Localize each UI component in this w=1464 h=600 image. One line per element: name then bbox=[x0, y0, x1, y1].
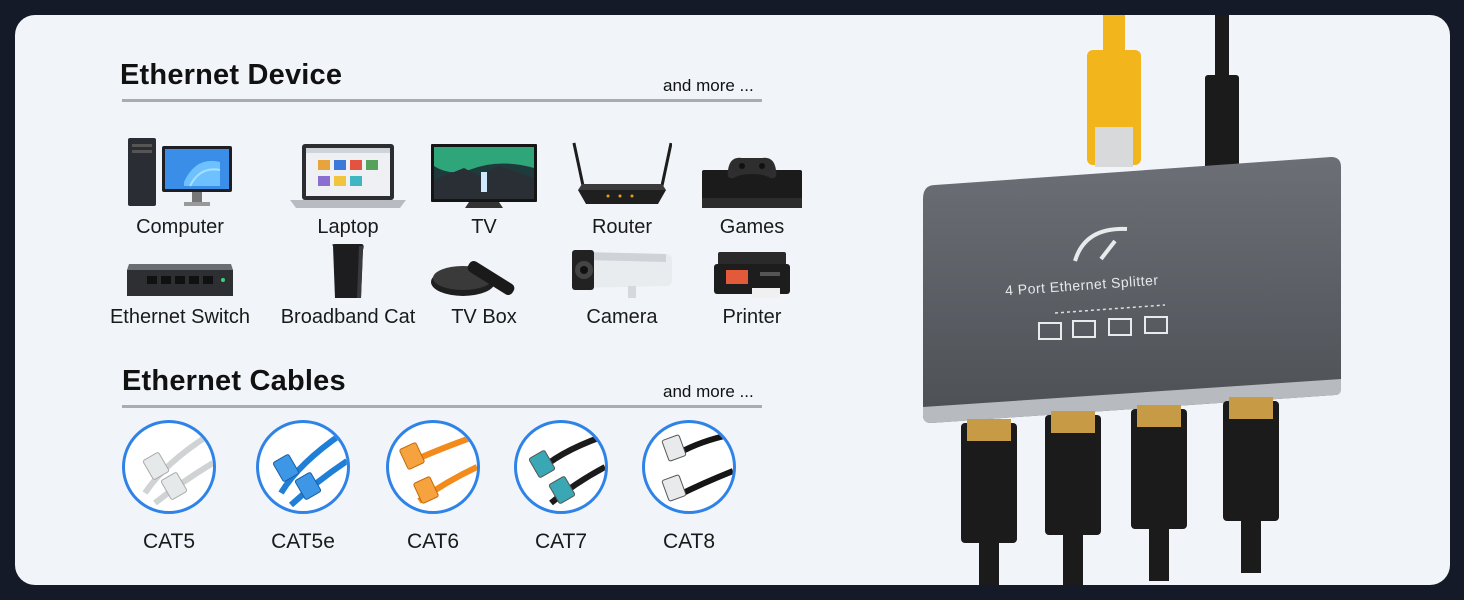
router-icon bbox=[547, 130, 697, 210]
product-infographic-card: Ethernet Device and more ... Computer bbox=[15, 15, 1450, 585]
broadband-modem-icon bbox=[273, 240, 423, 300]
game-console-icon bbox=[677, 130, 827, 210]
cables-section-title: Ethernet Cables bbox=[122, 365, 346, 397]
cable-cat6: CAT6 bbox=[378, 420, 488, 554]
cable-cat8: CAT8 bbox=[634, 420, 744, 554]
device-broadband: Broadband Cat bbox=[273, 240, 423, 329]
device-label: TV Box bbox=[451, 306, 517, 328]
device-router: Router bbox=[547, 130, 697, 239]
device-label: Laptop bbox=[317, 216, 379, 238]
device-label: Router bbox=[591, 216, 653, 238]
cable-icon bbox=[386, 420, 480, 514]
cable-icon bbox=[256, 420, 350, 514]
cable-label: CAT5e bbox=[271, 530, 335, 553]
device-label: Computer bbox=[136, 216, 224, 238]
cable-cat5e: CAT5e bbox=[248, 420, 358, 554]
device-computer: Computer bbox=[105, 130, 255, 239]
cable-label: CAT7 bbox=[534, 530, 588, 553]
device-laptop: Laptop bbox=[273, 130, 423, 239]
devices-section-divider bbox=[122, 99, 762, 102]
device-ethernet-switch: Ethernet Switch bbox=[105, 240, 255, 329]
cable-icon bbox=[122, 420, 216, 514]
device-tv-box: TV Box bbox=[409, 240, 559, 329]
laptop-icon bbox=[273, 130, 423, 210]
device-tv: TV bbox=[409, 130, 559, 239]
devices-section-title: Ethernet Device bbox=[120, 59, 343, 91]
cable-label: CAT8 bbox=[662, 530, 716, 553]
printer-icon bbox=[677, 240, 827, 300]
cable-icon bbox=[642, 420, 736, 514]
computer-icon bbox=[105, 130, 255, 210]
cable-cat5: CAT5 bbox=[114, 420, 224, 554]
device-label: TV bbox=[471, 216, 497, 238]
cables-and-more-text: and more ... bbox=[663, 382, 754, 401]
device-printer: Printer bbox=[677, 240, 827, 329]
devices-and-more-text: and more ... bbox=[663, 76, 754, 95]
cable-cat7: CAT7 bbox=[506, 420, 616, 554]
ethernet-splitter-illustration: 4 Port Ethernet Splitter bbox=[875, 15, 1450, 585]
cable-icon bbox=[514, 420, 608, 514]
device-label: Camera bbox=[586, 306, 658, 328]
cables-section-divider bbox=[122, 405, 762, 408]
device-label: Ethernet Switch bbox=[109, 306, 251, 328]
device-label: Printer bbox=[722, 306, 782, 328]
device-games: Games bbox=[677, 130, 827, 239]
tv-icon bbox=[409, 130, 559, 210]
device-label: Broadband Cat bbox=[280, 306, 416, 328]
cable-label: CAT5 bbox=[142, 530, 196, 553]
ethernet-switch-icon bbox=[105, 240, 255, 300]
cable-label: CAT6 bbox=[406, 530, 460, 553]
device-label: Games bbox=[719, 216, 785, 238]
tv-box-icon bbox=[409, 240, 559, 300]
device-camera: Camera bbox=[547, 240, 697, 329]
security-camera-icon bbox=[547, 240, 697, 300]
